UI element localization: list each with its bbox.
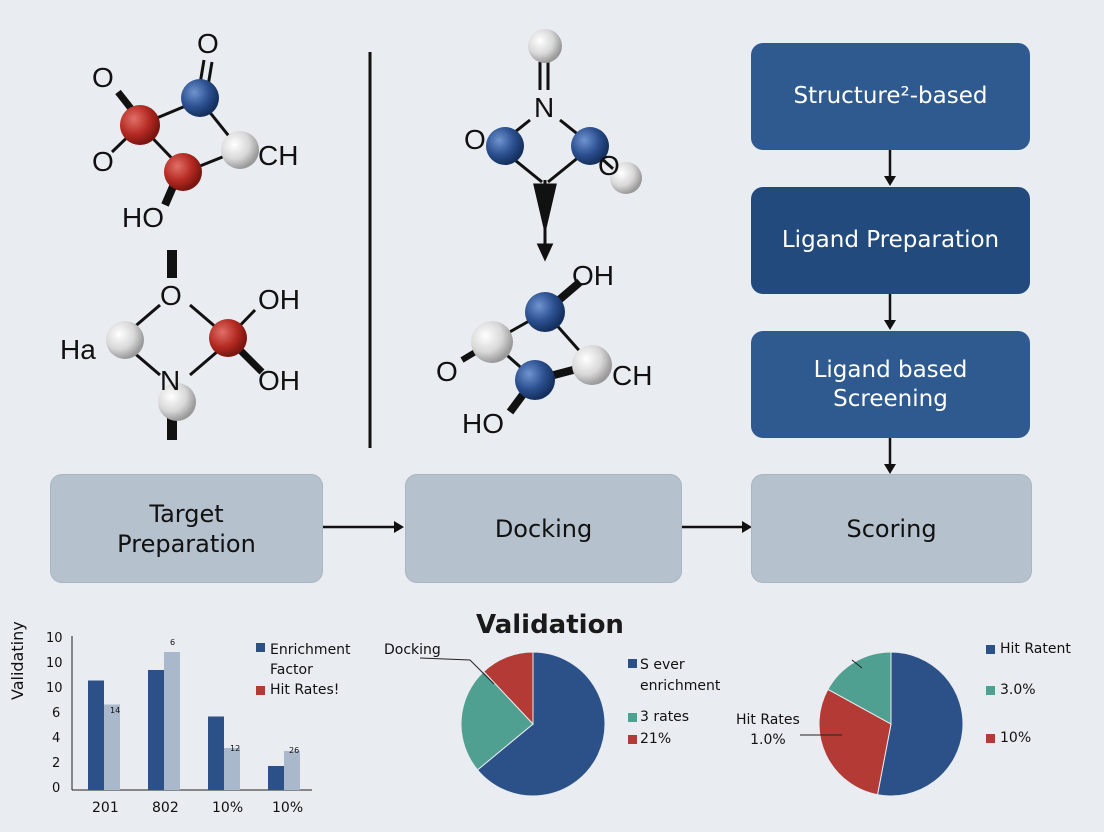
atom-blue xyxy=(525,292,565,332)
atom-white xyxy=(106,321,144,359)
bar xyxy=(88,680,104,790)
validation-title: Validation xyxy=(476,610,624,640)
atom-label: HO xyxy=(122,202,164,233)
pie-slice xyxy=(483,651,534,726)
bar xyxy=(148,670,164,790)
atom-red xyxy=(164,153,202,191)
ligand-based-screening-box: Ligand based Screening xyxy=(751,331,1030,438)
legend-swatch-blue xyxy=(256,643,265,652)
ligand-based-screening-label: Ligand based Screening xyxy=(813,356,968,412)
pie1-callout-line xyxy=(419,657,495,685)
pie2-legend-item: Hit Ratent xyxy=(1000,641,1071,657)
bar-legend-enrichment: Enrichment Factor xyxy=(270,642,351,679)
pie1-legend-item: S ever enrichment xyxy=(640,657,721,694)
bar-data-label: 12 xyxy=(230,744,241,753)
y-tick: 0 xyxy=(52,781,61,796)
atom-label: O xyxy=(92,146,114,177)
y-tick: 2 xyxy=(52,756,61,771)
atom-label: O xyxy=(92,62,114,93)
atom-white xyxy=(221,131,259,169)
atom-label: OH xyxy=(258,365,300,396)
atom-label: O xyxy=(464,124,486,155)
atom-red xyxy=(120,105,160,145)
atom-label: O xyxy=(598,150,620,181)
bar-data-label: 6 xyxy=(170,638,176,647)
x-tick: 10% xyxy=(272,800,304,816)
y-tick: 4 xyxy=(52,731,61,746)
pie-slice xyxy=(460,670,534,771)
pie2-legend-item: 10% xyxy=(1000,730,1032,746)
atom-red xyxy=(209,319,247,357)
atom-blue xyxy=(486,127,524,165)
atom-label: N xyxy=(160,365,181,396)
bar xyxy=(268,766,284,790)
atom-label: O xyxy=(160,280,182,311)
x-tick: 802 xyxy=(152,800,179,816)
atom-blue xyxy=(571,127,609,165)
scoring-box: Scoring xyxy=(751,474,1032,583)
pie2-callout: Hit Rates 1.0% xyxy=(736,712,800,749)
structure-based-label: Structure²-based xyxy=(793,83,988,110)
legend-swatch-blue xyxy=(628,659,637,668)
atom-label: OH xyxy=(258,284,300,315)
atom-label: CH xyxy=(612,360,653,391)
atom-white xyxy=(158,383,196,421)
bar xyxy=(284,751,300,790)
y-tick: 10 xyxy=(46,631,63,646)
x-tick: 201 xyxy=(92,800,119,816)
atom-label: O xyxy=(197,28,219,59)
y-tick: 6 xyxy=(52,706,61,721)
ligand-preparation-label: Ligand Preparation xyxy=(781,227,1000,254)
atom-blue xyxy=(515,360,555,400)
legend-swatch-red xyxy=(256,686,265,695)
pie-slice xyxy=(818,688,892,796)
target-preparation-label: Target Preparation xyxy=(117,499,256,558)
atom-label: N xyxy=(534,92,555,123)
bar xyxy=(104,704,120,790)
legend-swatch-blue xyxy=(986,645,995,654)
legend-swatch-red xyxy=(986,734,995,743)
bar xyxy=(224,748,240,790)
scoring-label: Scoring xyxy=(846,514,937,543)
atom-white xyxy=(572,345,612,385)
docking-label: Docking xyxy=(494,514,593,543)
docking-box: Docking xyxy=(405,474,682,583)
legend-swatch-teal xyxy=(986,686,995,695)
pie-slice xyxy=(876,651,964,797)
atom-label: OH xyxy=(572,260,614,291)
atom-blue xyxy=(181,79,219,117)
atom-white xyxy=(610,162,642,194)
atom-white xyxy=(528,29,562,63)
atom-label: Ha xyxy=(60,334,96,365)
bar-legend-hit-rates: Hit Rates! xyxy=(270,682,340,698)
y-tick: 10 xyxy=(46,656,63,671)
legend-swatch-red xyxy=(628,735,637,744)
structure-based-box: Structure²-based xyxy=(751,43,1030,150)
ligand-preparation-box: Ligand Preparation xyxy=(751,187,1030,294)
pie1-legend-item: 21% xyxy=(640,731,672,747)
atom-label: CH xyxy=(258,140,299,171)
pie-slice xyxy=(476,651,606,797)
pie2-legend-item: 3.0% xyxy=(1000,682,1036,698)
bar xyxy=(208,716,224,790)
pie1-callout: Docking xyxy=(384,642,441,658)
x-tick: 10% xyxy=(212,800,244,816)
legend-swatch-teal xyxy=(628,713,637,722)
atom-label: O xyxy=(436,356,458,387)
atom-label: HO xyxy=(462,408,504,439)
y-tick: 10 xyxy=(46,681,63,696)
pie2-tick-mark xyxy=(851,659,863,669)
pie1-legend-item: 3 rates xyxy=(640,709,690,725)
atom-white xyxy=(471,321,513,363)
target-preparation-box: Target Preparation xyxy=(50,474,323,583)
bar xyxy=(164,652,180,790)
bar-data-label: 14 xyxy=(110,706,121,715)
flow-arrows xyxy=(322,150,896,533)
bar-data-label: 26 xyxy=(289,746,300,755)
